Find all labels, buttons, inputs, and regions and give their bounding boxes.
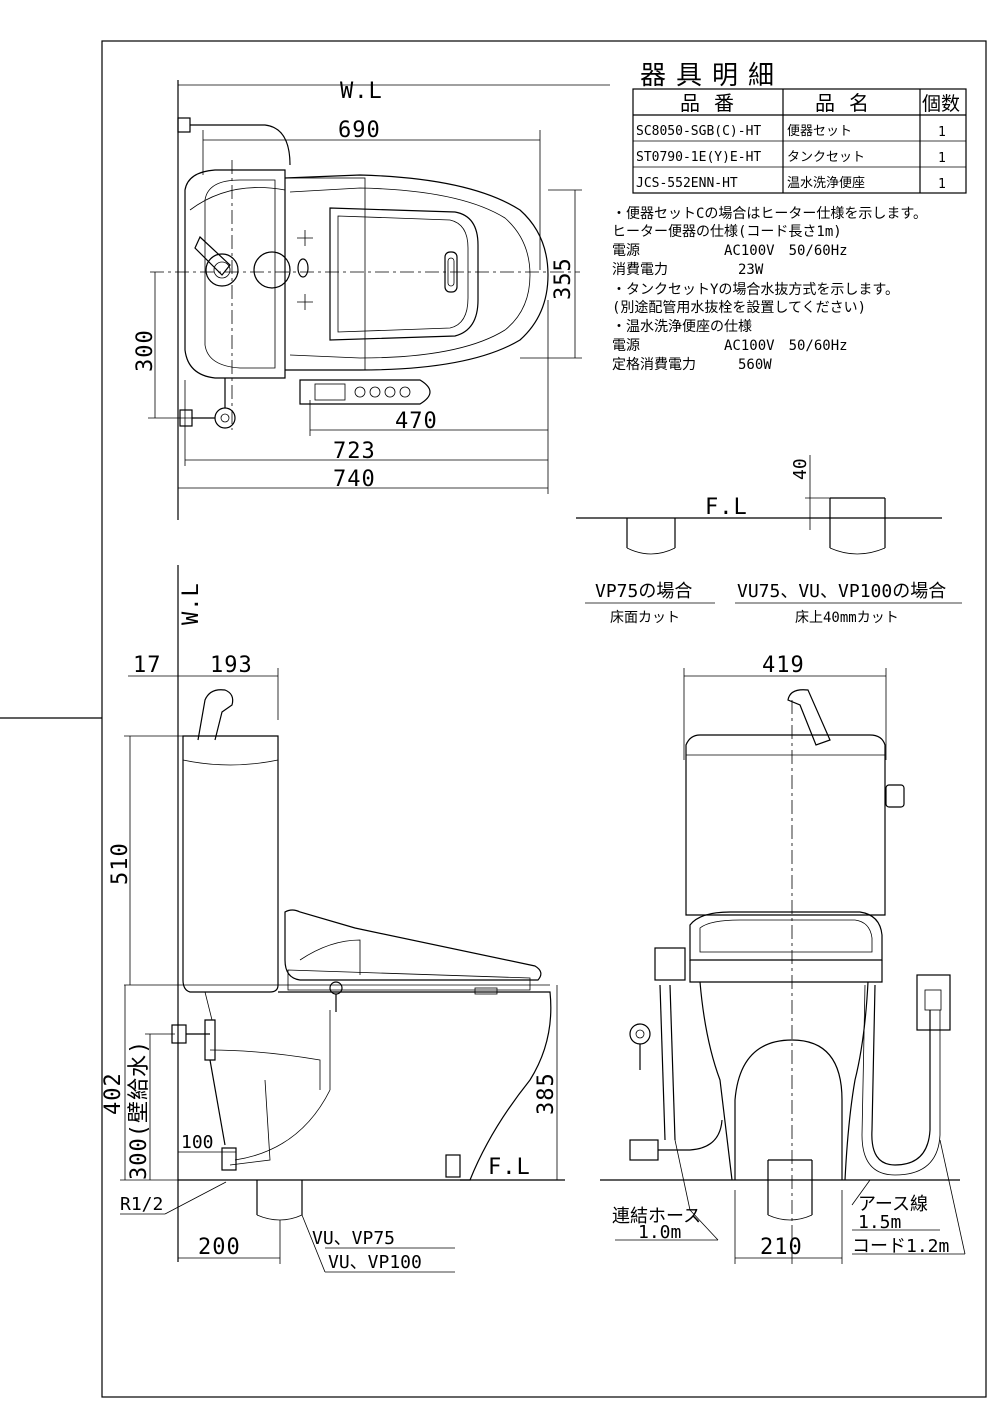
vu-case-title: VU75、VU、VP100の場合 [737, 581, 946, 602]
detail-fl-label: F.L [705, 495, 748, 520]
note-line: ・温水洗浄便座の仕様 [612, 319, 752, 335]
header-name: 品名 [815, 91, 883, 115]
dim-200: 200 [198, 1235, 241, 1260]
dim-17: 17 [133, 653, 162, 678]
dim-740: 740 [333, 467, 376, 492]
earth-wire-length: 1.5m [858, 1212, 901, 1233]
note-line: 電源 AC100V 50/60Hz [612, 243, 848, 259]
floor-cut-detail: F.L 40 VP75の場合 床面カット VU75、VU、VP100の場合 床上… [576, 455, 962, 626]
drawing-frame [101, 40, 987, 1398]
pipe-spec-b: VU、VP100 [328, 1252, 422, 1273]
row-part-no: JCS-552ENN-HT [636, 176, 738, 191]
dim-300-wall: 300(壁給水) [127, 1040, 152, 1180]
dim-723: 723 [333, 439, 376, 464]
spec-notes: ・便器セットCの場合はヒーター仕様を示します。 ヒーター便器の仕様(コード長さ1… [612, 206, 927, 373]
note-line: 電源 AC100V 50/60Hz [612, 338, 848, 354]
front-view: 419 [600, 653, 966, 1265]
header-part-no: 品番 [680, 91, 748, 115]
side-wl-label: W.L [179, 582, 204, 625]
note-line: (別途配管用水抜栓を設置してください) [612, 299, 866, 316]
dim-470: 470 [395, 409, 438, 434]
row-name: 温水洗浄便座 [787, 176, 865, 191]
hose-length: 1.0m [638, 1222, 681, 1243]
row-qty: 1 [938, 177, 946, 192]
dim-690: 690 [338, 118, 381, 143]
side-view: W.L 17 193 F.L [101, 565, 565, 1273]
dim-210: 210 [760, 1235, 803, 1260]
row-qty: 1 [938, 151, 946, 166]
dim-40: 40 [790, 458, 811, 480]
note-line: 定格消費電力 560W [612, 357, 772, 373]
dim-402: 402 [101, 1072, 126, 1115]
pipe-spec-a: VU、VP75 [312, 1228, 395, 1249]
plan-view: W.L 690 [133, 79, 610, 520]
row-part-no: ST0790-1E(Y)E-HT [636, 150, 761, 165]
dim-510: 510 [108, 842, 133, 885]
row-name: 便器セット [787, 124, 852, 139]
row-part-no: SC8050-SGB(C)-HT [636, 124, 761, 139]
plan-wl-label: W.L [340, 79, 383, 104]
note-line: ・便器セットCの場合はヒーター仕様を示します。 [612, 206, 927, 222]
note-line: 消費電力 23W [612, 262, 764, 278]
note-line: ・タンクセットYの場合水抜方式を示します。 [612, 282, 899, 298]
side-fl-label: F.L [488, 1155, 531, 1180]
parts-table-title: 器具明細 [640, 61, 784, 91]
hose-label: 連結ホース [612, 1206, 701, 1227]
dim-419: 419 [762, 653, 805, 678]
vu-case-sub: 床上40mmカット [795, 610, 899, 626]
row-name: タンクセット [787, 150, 865, 165]
earth-wire-label: アース線 [858, 1194, 928, 1215]
vp75-case-title: VP75の場合 [595, 581, 692, 602]
dim-100: 100 [181, 1132, 214, 1153]
cord-length: コード1.2m [852, 1236, 949, 1257]
dim-193: 193 [210, 653, 253, 678]
dim-300: 300 [133, 329, 158, 372]
dim-355: 355 [551, 257, 576, 300]
parts-table: 器具明細 品番 品名 個数 SC8050-SGB(C)-HT 便器セット 1 S… [632, 61, 967, 194]
thread-size-label: R1/2 [120, 1194, 163, 1215]
header-qty: 個数 [922, 93, 960, 115]
note-line: ヒーター便器の仕様(コード長さ1m) [612, 224, 842, 240]
dim-385: 385 [534, 1072, 559, 1115]
vp75-case-sub: 床面カット [610, 610, 680, 626]
row-qty: 1 [938, 125, 946, 140]
